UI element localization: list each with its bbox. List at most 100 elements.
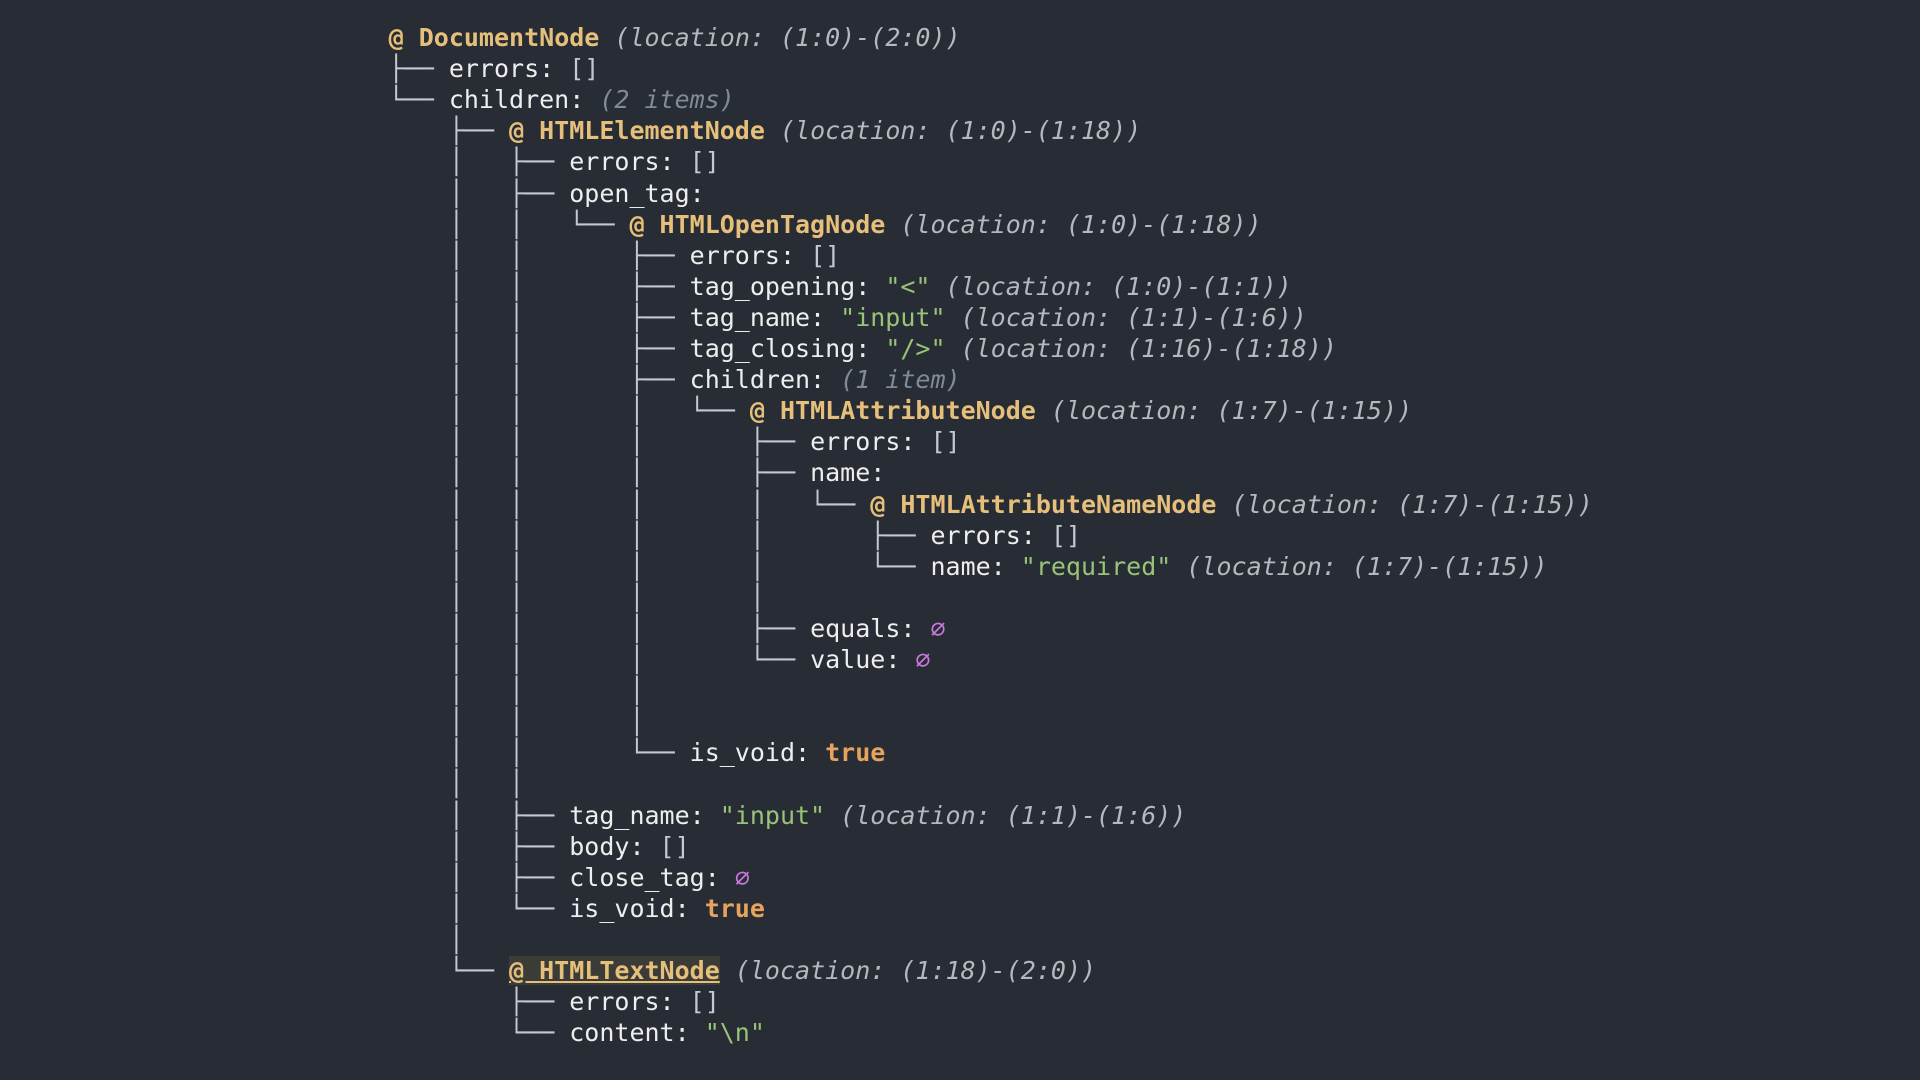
node-type-label: @ HTMLTextNode	[509, 956, 720, 985]
tree-connector: │ │ │	[208, 676, 645, 706]
spacer	[1171, 552, 1186, 581]
tree-line: │ │ ├── tag_name: "input" (location: (1:…	[208, 302, 1307, 333]
location-range: (location: (1:7)-(1:15))	[1050, 396, 1413, 426]
tree-connector: │ │ └──	[208, 738, 690, 768]
tree-line: │ ├── tag_name: "input" (location: (1:1)…	[208, 800, 1187, 831]
spacer	[930, 272, 945, 301]
field-key: errors:	[569, 987, 690, 1017]
location-range: (location: (1:7)-(1:15))	[1231, 489, 1593, 519]
tree-line: │	[208, 924, 464, 955]
field-key: errors:	[810, 427, 931, 457]
tree-connector: │ ├──	[208, 862, 570, 892]
spacer	[765, 116, 780, 145]
tree-connector: │ │ ├──	[208, 271, 690, 301]
field-key: is_void:	[569, 893, 705, 923]
string-value: "input"	[840, 302, 946, 332]
location-range: (location: (1:0)-(1:1))	[945, 271, 1292, 301]
field-key: tag_closing:	[689, 334, 886, 363]
string-value: "\n"	[704, 1018, 765, 1048]
tree-connector: │ │ │ │	[208, 582, 765, 612]
tree-connector: │ │	[208, 769, 525, 799]
tree-connector: ├──	[208, 987, 570, 1017]
field-key: errors:	[448, 54, 570, 84]
node-type-label: @ HTMLOpenTagNode	[629, 209, 886, 239]
tree-line: │ │ │ ├── equals: ∅	[208, 613, 946, 644]
tree-connector: │ ├──	[208, 147, 570, 177]
location-range: (location: (1:16)-(1:18))	[960, 334, 1337, 363]
field-key: children:	[689, 365, 841, 395]
tree-connector: │ │ ├──	[208, 240, 690, 270]
field-key: name:	[810, 458, 886, 488]
location-range: (location: (1:0)-(1:18))	[779, 116, 1142, 146]
field-key: is_void:	[689, 738, 826, 768]
empty-array: []	[810, 240, 841, 270]
tree-connector: │	[208, 924, 464, 954]
tree-line: │ │ │	[208, 675, 645, 706]
tree-connector: │ │ ├──	[208, 365, 690, 395]
null-value: ∅	[734, 862, 750, 892]
tree-connector: │ │ │	[208, 707, 645, 737]
field-key: tag_name:	[689, 302, 841, 332]
empty-array: []	[659, 831, 690, 861]
tree-line: │ ├── body: []	[208, 831, 690, 862]
empty-array: []	[689, 987, 720, 1017]
node-type-label: @ DocumentNode	[388, 23, 600, 52]
tree-connector: │ │ └──	[208, 209, 630, 239]
tree-line: │ │ ├── tag_closing: "/>" (location: (1:…	[208, 333, 1337, 364]
tree-connector: │ │ │ └──	[208, 396, 750, 426]
tree-line: │ │	[208, 768, 524, 799]
tree-connector: └──	[208, 85, 449, 115]
tree-line: ├── errors: []	[208, 53, 600, 84]
tree-connector: │ │ │ ├──	[208, 427, 811, 457]
field-key: errors:	[689, 240, 811, 270]
tree-connector: └──	[208, 1018, 570, 1048]
field-key: errors:	[569, 147, 690, 177]
tree-line: │ │ └── is_void: true	[208, 737, 886, 768]
tree-connector	[208, 23, 389, 52]
spacer	[1216, 490, 1231, 519]
tree-line: └── children: (2 items)	[208, 84, 735, 115]
tree-connector: │ └──	[208, 893, 570, 923]
item-count: (1 item)	[840, 365, 961, 395]
tree-line: │ │ │ └── @ HTMLAttributeNode (location:…	[208, 395, 1412, 426]
node-type-label: @ HTMLAttributeNameNode	[870, 489, 1217, 519]
string-value: "input"	[719, 800, 826, 830]
tree-connector: └──	[208, 956, 510, 985]
tree-connector: │ │ │ ├──	[208, 458, 811, 488]
spacer	[946, 303, 961, 332]
tree-connector: ├──	[208, 54, 449, 84]
tree-line: │ │ ├── tag_opening: "<" (location: (1:0…	[208, 271, 1292, 302]
boolean-value: true	[704, 893, 765, 923]
tree-connector: │ │ │ │ ├──	[208, 520, 931, 550]
string-value: "<"	[885, 271, 931, 301]
field-key: value:	[810, 645, 916, 674]
field-key: errors:	[930, 520, 1051, 550]
node-type-label: @ HTMLAttributeNode	[749, 396, 1036, 426]
tree-line: └── @ HTMLTextNode (location: (1:18)-(2:…	[208, 955, 1096, 986]
tree-connector: ├──	[208, 116, 510, 146]
empty-array: []	[930, 427, 961, 457]
tree-connector: │ │ ├──	[208, 302, 690, 332]
tree-line: │ │ │	[208, 706, 645, 737]
location-range: (location: (1:0)-(2:0))	[614, 23, 961, 52]
tree-line: │ │ │ │ ├── errors: []	[208, 520, 1081, 551]
spacer	[720, 956, 735, 985]
tree-line: │ │ │ │	[208, 582, 765, 613]
tree-connector: │ │ │ └──	[208, 645, 811, 674]
tree-line: │ │ │ └── value: ∅	[208, 644, 931, 675]
tree-connector: │ │ │ ├──	[208, 613, 811, 643]
location-range: (location: (1:7)-(1:15))	[1186, 551, 1548, 581]
tree-line: │ └── is_void: true	[208, 893, 765, 924]
field-key: children:	[448, 85, 600, 115]
field-key: tag_name:	[569, 800, 720, 830]
string-value: "/>"	[885, 334, 946, 363]
tree-line: │ │ ├── errors: []	[208, 240, 840, 271]
field-key: close_tag:	[569, 862, 735, 892]
boolean-value: true	[825, 738, 886, 768]
location-range: (location: (1:1)-(1:6))	[960, 302, 1307, 332]
tree-connector: │ ├──	[208, 178, 570, 208]
spacer	[1036, 396, 1051, 425]
spacer	[599, 23, 614, 52]
tree-connector: │ │ │ │ └──	[208, 551, 931, 581]
tree-line: │ ├── close_tag: ∅	[208, 862, 750, 893]
